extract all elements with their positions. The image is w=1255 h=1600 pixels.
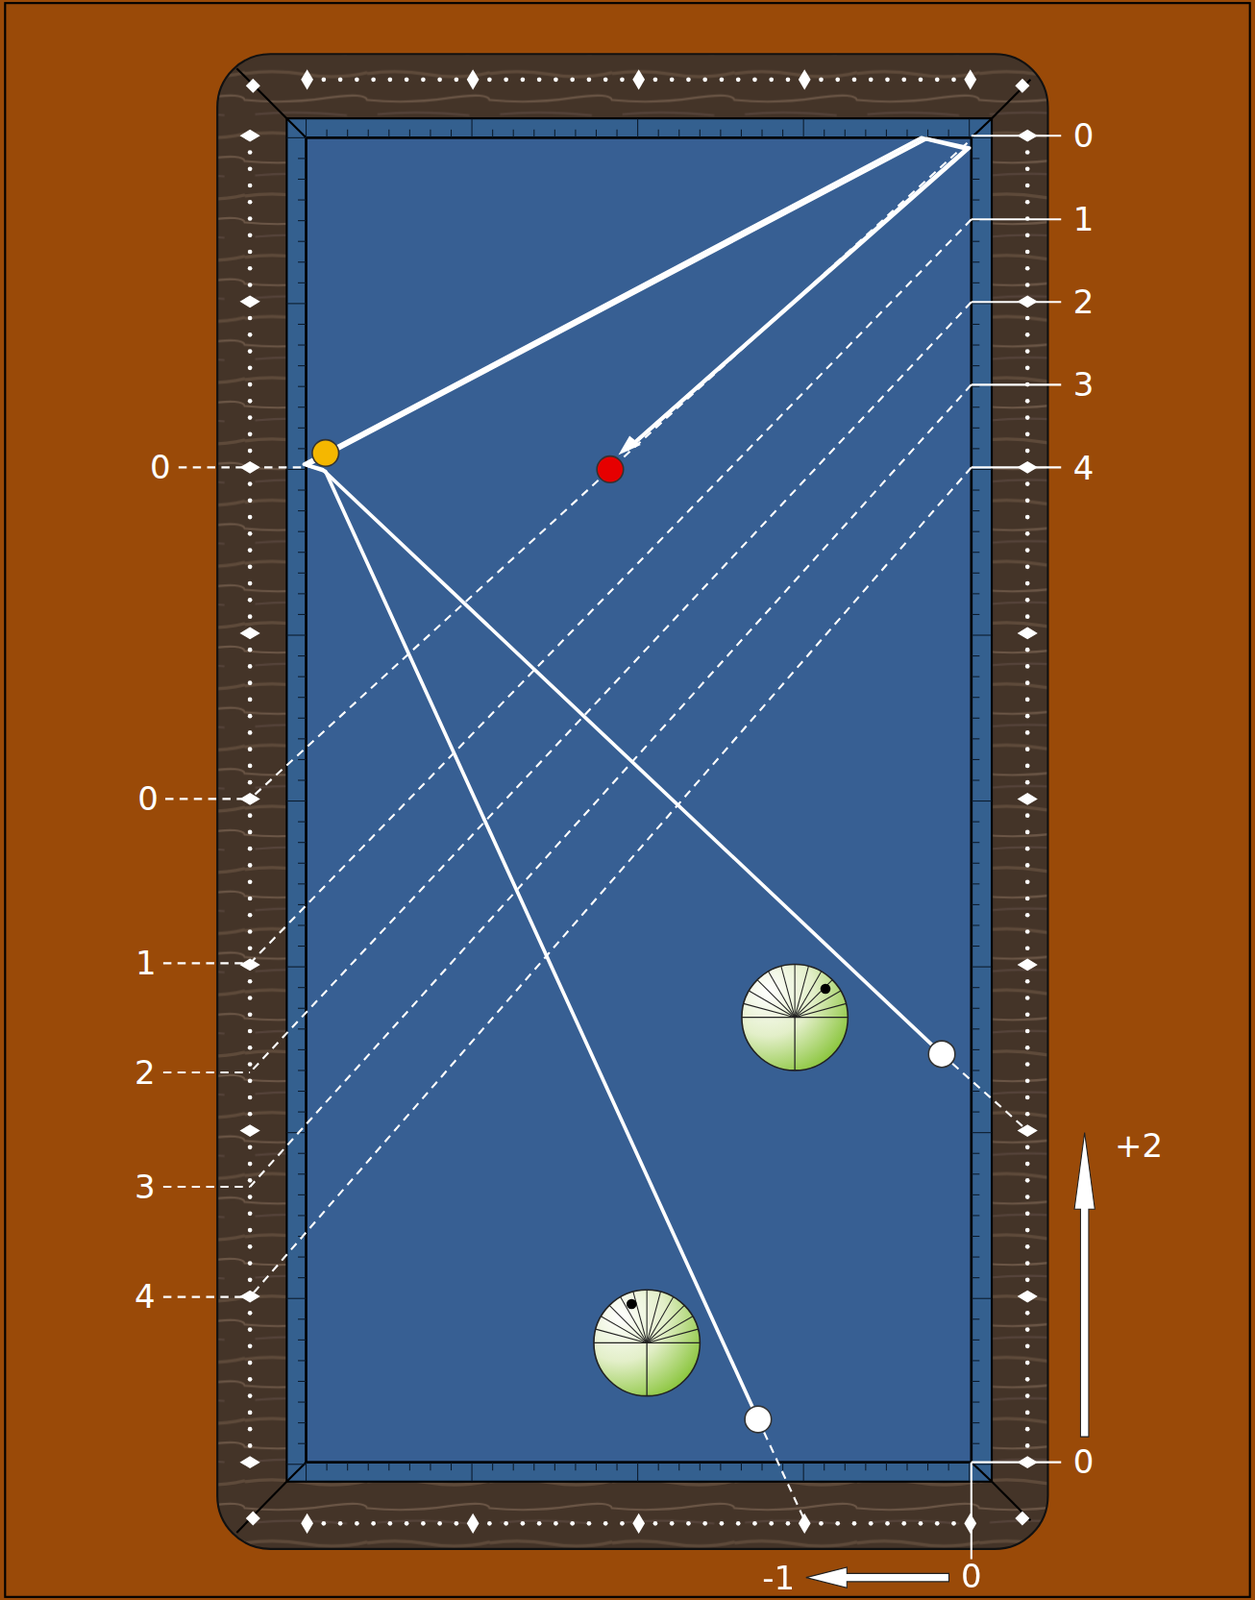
diamond-number: 1 xyxy=(135,946,157,980)
diamond-number: 0 xyxy=(960,1560,983,1594)
diamond-number: 0 xyxy=(149,450,172,484)
rail-diamond xyxy=(1017,959,1038,972)
diamond-number: 2 xyxy=(1073,285,1095,319)
diamond-number: 0 xyxy=(137,782,159,815)
diamond-number: 4 xyxy=(1073,451,1095,485)
diamond-number: 2 xyxy=(134,1056,156,1089)
rail-diamond xyxy=(798,69,812,90)
rail-diamond xyxy=(1017,627,1038,640)
cue-tip xyxy=(741,963,848,1070)
rail-diamond xyxy=(1017,792,1038,806)
rail-diamond xyxy=(240,1455,261,1469)
rail-diamond xyxy=(240,627,261,640)
rail-diamond xyxy=(300,1513,314,1534)
rail-diamond xyxy=(240,295,261,308)
rail-diamond xyxy=(632,69,645,90)
diamond-number: 3 xyxy=(1073,368,1095,401)
rail-diamond xyxy=(632,1513,645,1534)
diamond-number: 3 xyxy=(134,1170,156,1204)
rail-diamond xyxy=(300,69,314,90)
diamond-number: 4 xyxy=(134,1280,156,1314)
diamond-number: -1 xyxy=(762,1562,795,1596)
rail-diamond xyxy=(240,959,261,972)
diamond-number: 0 xyxy=(1073,119,1095,152)
rail-diamond xyxy=(467,69,480,90)
rail-diamond xyxy=(798,1513,812,1534)
diamond-number: 0 xyxy=(1073,1446,1095,1479)
rail-diamond xyxy=(467,1513,480,1534)
cue-tip xyxy=(593,1289,700,1396)
diamond-number: 1 xyxy=(1073,202,1095,236)
rail-diamond xyxy=(1017,1290,1038,1304)
rail-diamond xyxy=(963,69,977,90)
diamond-number: +2 xyxy=(1114,1129,1163,1162)
rail-diamond xyxy=(240,1124,261,1137)
rail-diamond xyxy=(240,129,261,143)
